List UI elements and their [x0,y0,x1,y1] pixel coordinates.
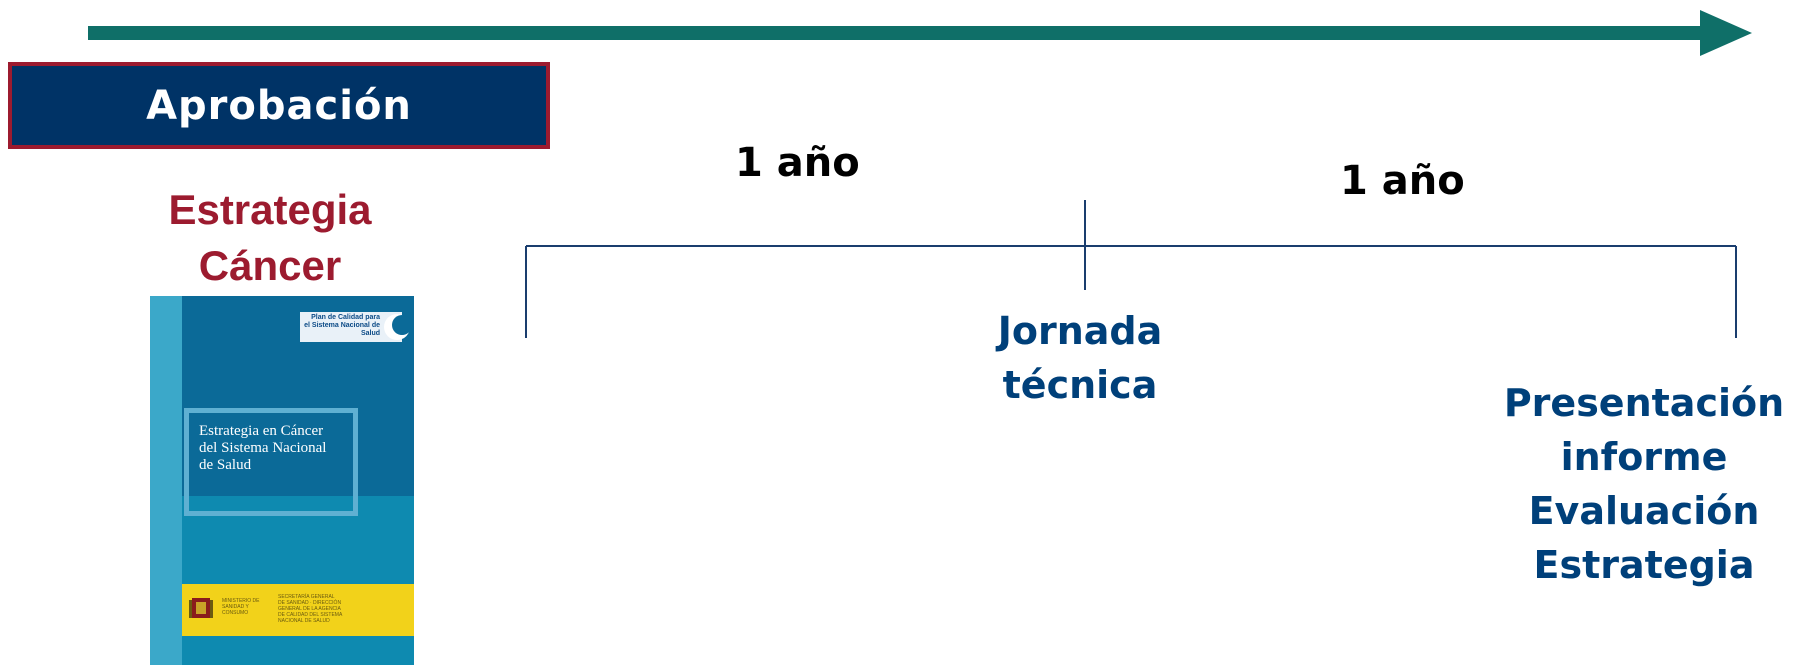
milestone-end-line3: Evaluación [1528,489,1760,533]
milestone-end-line4: Estrategia [1533,543,1755,587]
period-1-label: 1 año [735,140,860,186]
approval-label: Aprobación [146,82,412,129]
milestone-mid-line2: técnica [1002,363,1158,407]
book-yellow-band [182,584,414,636]
timeline-arrow-head [1700,10,1752,56]
strategy-title-line2: Cáncer [198,242,342,289]
milestone-end-line1: Presentación [1503,381,1785,425]
book-cover-title: Estrategia en Cáncer del Sistema Naciona… [184,408,358,516]
agency-text: SECRETARÍA GENERAL DE SANIDAD · DIRECCIÓ… [278,594,342,624]
milestone-report-presentation: Presentación informe Evaluación Estrateg… [1480,376,1808,592]
milestone-end-line2: informe [1560,435,1728,479]
timeline-arrow [88,10,1752,56]
ministry-text: MINISTERIO DE SANIDAD Y CONSUMO [222,598,260,616]
crescent-icon [384,314,410,340]
coat-of-arms-icon [189,598,213,618]
approval-box: Aprobación [8,62,550,149]
milestone-mid-line1: Jornada [997,309,1163,353]
strategy-title-line1: Estrategia [168,186,372,233]
period-2-label: 1 año [1340,158,1465,204]
book-spine [150,296,182,665]
milestone-technical-day: Jornada técnica [950,304,1210,412]
strategy-book-cover: Plan de Calidad para el Sistema Nacional… [150,296,414,665]
strategy-title: Estrategia Cáncer [120,182,420,294]
